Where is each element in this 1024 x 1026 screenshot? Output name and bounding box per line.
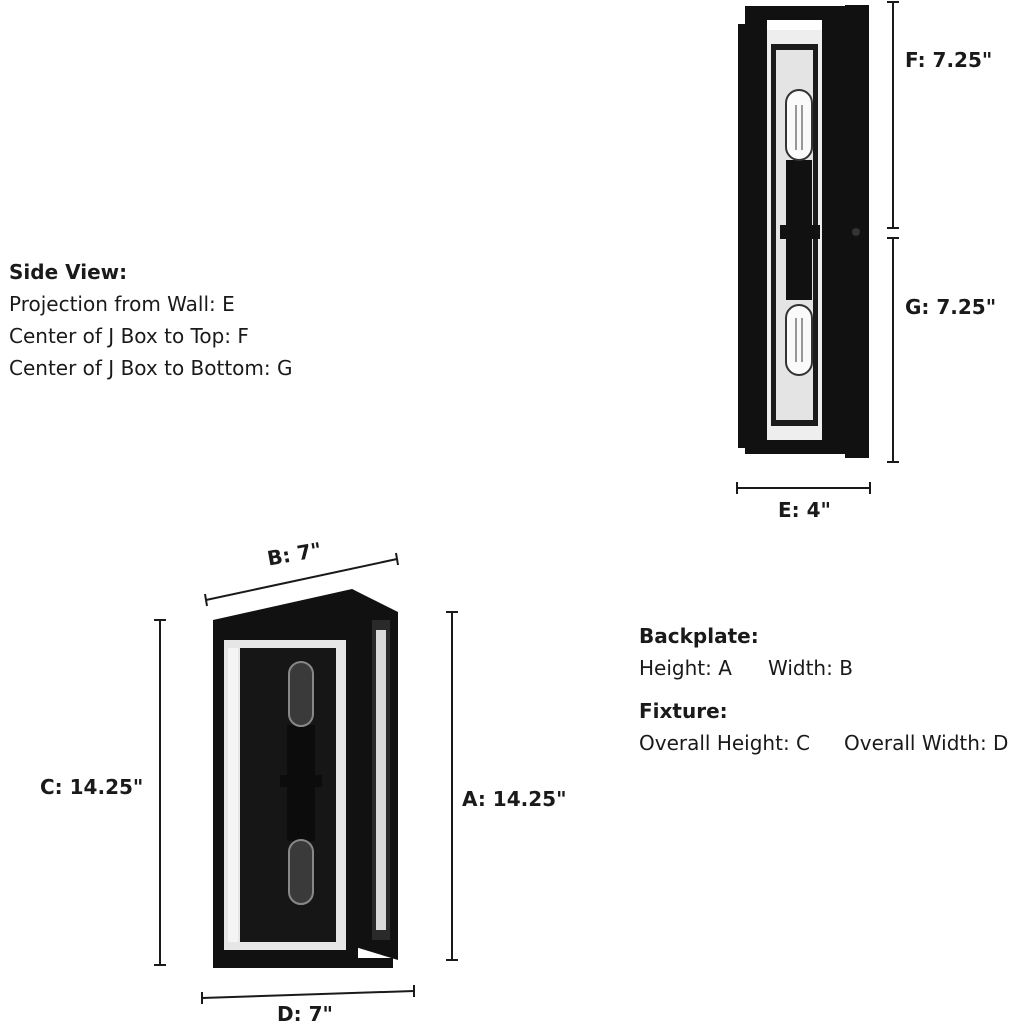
jbox-center-marker: [852, 228, 860, 236]
side-view-drawing: [738, 5, 869, 458]
side-view-jbox-top: Center of J Box to Top: F: [9, 324, 249, 348]
fixture-overall-width: Overall Width: D: [844, 731, 1009, 755]
dimension-line-d: [201, 985, 415, 1004]
dimension-line-f: [887, 1, 899, 229]
side-view-projection: Projection from Wall: E: [9, 292, 235, 316]
side-bulb-bottom: [785, 304, 813, 376]
dimension-line-c: [154, 619, 166, 966]
dimension-label-f: F: 7.25": [905, 48, 993, 72]
dimension-line-a: [446, 611, 458, 961]
side-bulb-top: [785, 89, 813, 161]
fixture-heading: Fixture:: [639, 699, 728, 723]
dimension-label-g: G: 7.25": [905, 295, 997, 319]
backplate-heading: Backplate:: [639, 624, 759, 648]
dimension-line-b: [204, 552, 399, 607]
side-view-jbox-bottom: Center of J Box to Bottom: G: [9, 356, 293, 380]
backplate-height: Height: A: [639, 656, 732, 680]
front-view-drawing: [213, 589, 398, 968]
front-bulb-top: [288, 661, 314, 727]
dimension-label-a: A: 14.25": [462, 787, 567, 811]
front-bulb-bottom: [288, 839, 314, 905]
dimension-label-e: E: 4": [778, 498, 831, 522]
side-view-heading: Side View:: [9, 260, 128, 284]
dimension-label-d: D: 7": [277, 1002, 333, 1026]
dimension-line-g: [887, 237, 899, 463]
dimension-label-c: C: 14.25": [40, 775, 144, 799]
fixture-overall-height: Overall Height: C: [639, 731, 811, 755]
dimension-line-e: [736, 482, 871, 494]
backplate-width: Width: B: [768, 656, 853, 680]
